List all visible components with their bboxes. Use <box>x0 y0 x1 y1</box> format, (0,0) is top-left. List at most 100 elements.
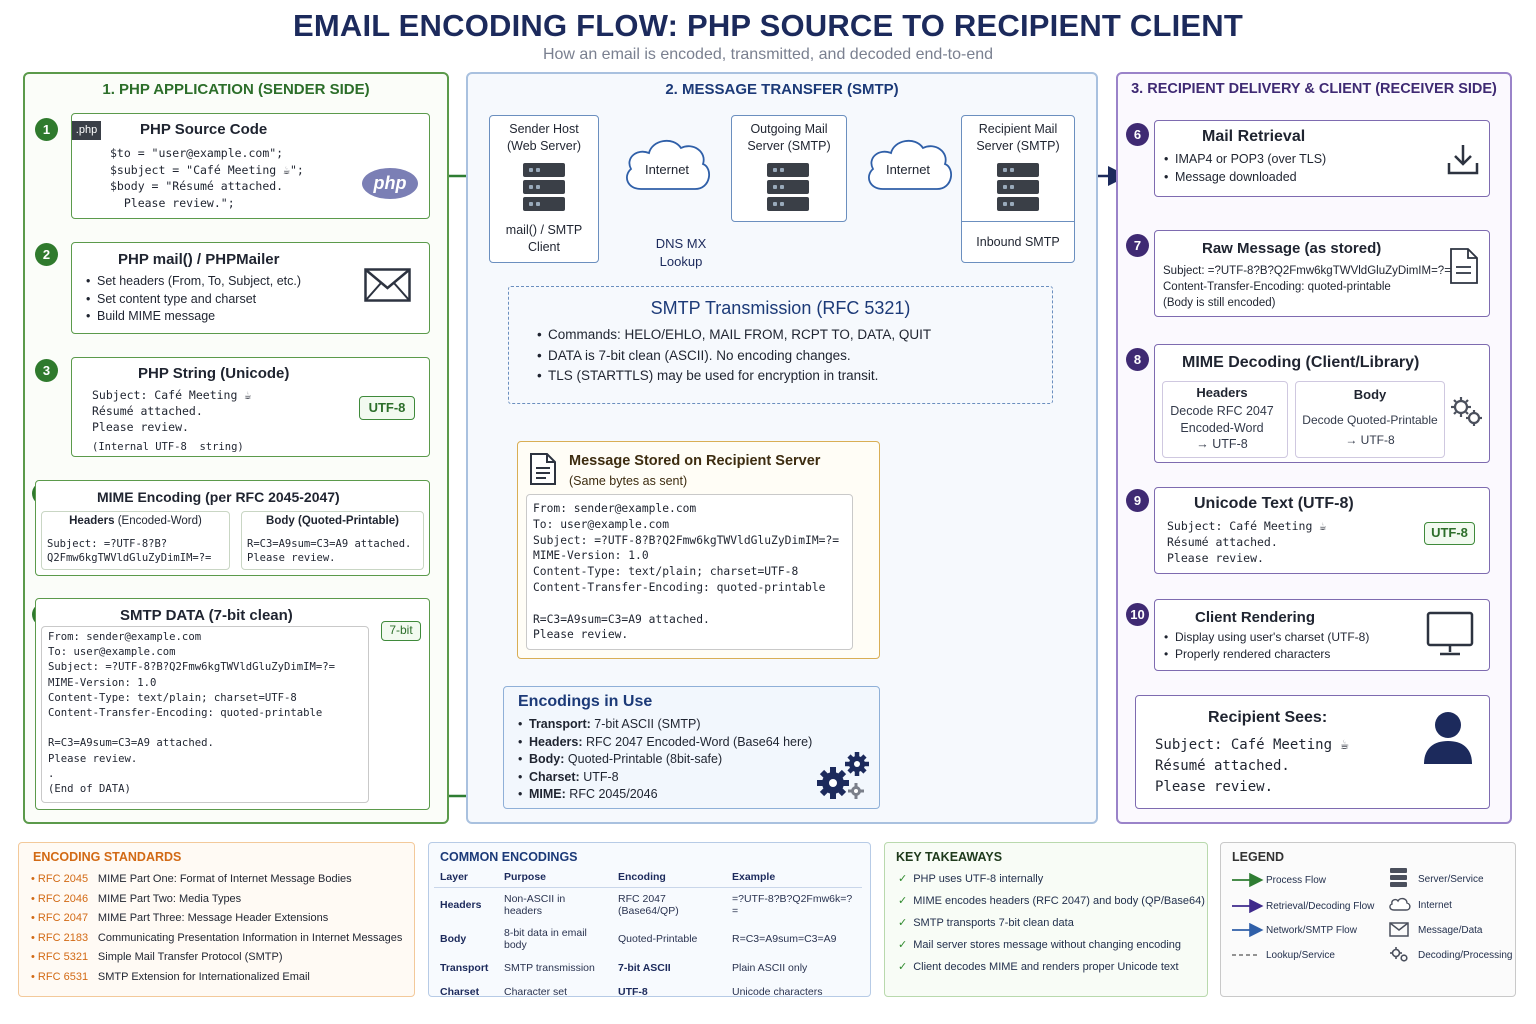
step-3-number: 3 <box>35 359 58 382</box>
internet-label-2: Internet <box>885 162 931 177</box>
table-cell: Body <box>440 933 467 945</box>
check-icon: ✓ <box>898 961 908 973</box>
list-item: Message downloaded <box>1164 169 1326 187</box>
mime-decoding-title: MIME Decoding (Client/Library) <box>1182 354 1420 371</box>
legend-line-swatches <box>1232 872 1264 956</box>
php-mail-bullets: Set headers (From, To, Subject, etc.) Se… <box>86 273 301 326</box>
check-icon: ✓ <box>898 939 908 951</box>
document-icon <box>1450 248 1478 284</box>
transfer-column-title: 2. MESSAGE TRANSFER (SMTP) <box>665 81 899 98</box>
legend-process-flow: Process Flow <box>1266 875 1327 886</box>
list-item: ✓MIME encodes headers (RFC 2047) and bod… <box>898 895 1205 907</box>
step-2-number: 2 <box>35 243 58 266</box>
table-cell: RFC 2047 (Base64/QP) <box>618 893 679 917</box>
list-item: Build MIME message <box>86 308 301 326</box>
list-item: Properly rendered characters <box>1164 646 1369 663</box>
server-icon <box>997 163 1039 211</box>
page-subtitle: How an email is encoded, transmitted, an… <box>542 46 994 63</box>
stored-message-title: Message Stored on Recipient Server <box>569 453 821 469</box>
server-icon <box>523 163 565 211</box>
legend-title: LEGEND <box>1232 850 1285 864</box>
inbound-smtp-label: Inbound SMTP <box>976 235 1060 249</box>
list-item: DATA is 7-bit clean (ASCII). No encoding… <box>537 346 931 367</box>
outgoing-server-title: Outgoing Mail Server (SMTP) <box>747 122 831 153</box>
decode-body-subbox <box>1295 381 1445 458</box>
sender-column-title: 1. PHP APPLICATION (SENDER SIDE) <box>102 81 370 98</box>
envelope-icon <box>1389 922 1409 937</box>
smtp-transmission-bullets: Commands: HELO/EHLO, MAIL FROM, RCPT TO,… <box>537 325 931 387</box>
encodings-in-use-list: Transport: 7-bit ASCII (SMTP) Headers: R… <box>518 716 812 804</box>
mime-headers-title: Headers (Encoded-Word) <box>69 515 202 527</box>
list-item: Display using user's charset (UTF-8) <box>1164 629 1369 646</box>
common-encodings-title: COMMON ENCODINGS <box>440 850 578 864</box>
list-item: Transport: 7-bit ASCII (SMTP) <box>518 716 812 734</box>
common-encodings-panel <box>428 842 871 997</box>
internet-cloud-icon <box>626 139 710 190</box>
smtp-data-code: From: sender@example.com To: user@exampl… <box>48 631 336 796</box>
smtp-transmission-title: SMTP Transmission (RFC 5321) <box>650 298 911 318</box>
column-header: Encoding <box>612 868 726 888</box>
list-item: ✓Client decodes MIME and renders proper … <box>898 961 1179 973</box>
raw-message-box <box>1154 230 1490 317</box>
decode-headers-title: Headers <box>1196 385 1248 400</box>
stored-message-code: From: sender@example.com To: user@exampl… <box>533 502 840 642</box>
php-string-note: (Internal UTF-8 string) <box>92 441 244 453</box>
decode-headers-text: Decode RFC 2047 Encoded-Word → UTF-8 <box>1170 404 1274 451</box>
mime-body-code: R=C3=A9sum=C3=A9 attached. Please review… <box>247 538 412 564</box>
list-item: Commands: HELO/EHLO, MAIL FROM, RCPT TO,… <box>537 325 931 346</box>
raw-message-title: Raw Message (as stored) <box>1202 240 1382 257</box>
unicode-text-title: Unicode Text (UTF-8) <box>1194 495 1354 512</box>
encoding-standards-panel <box>18 842 415 997</box>
server-icon <box>1390 868 1407 888</box>
utf8-badge: UTF-8 <box>1424 522 1475 545</box>
table-header-row: Layer Purpose Encoding Example <box>434 868 862 888</box>
table-cell: 7-bit ASCII <box>618 962 671 974</box>
stored-message-subtitle: (Same bytes as sent) <box>569 474 688 488</box>
list-item: Subject: =?UTF-8?B?Q2Fmw6kgTWVldGluZyDim… <box>1163 265 1451 277</box>
gears-icon <box>1451 397 1482 426</box>
list-item: ✓PHP uses UTF-8 internally <box>898 873 1044 885</box>
gears-icon <box>1390 947 1408 962</box>
legend-lookup-service: Lookup/Service <box>1266 950 1335 961</box>
table-row: Charset Character set UTF-8 Unicode char… <box>434 980 862 1004</box>
client-rendering-title: Client Rendering <box>1195 609 1316 626</box>
table-cell: Character set <box>504 986 568 998</box>
monitor-icon <box>1426 611 1474 656</box>
column-header: Layer <box>434 868 498 888</box>
document-icon <box>530 453 556 485</box>
key-takeaways-list: ✓PHP uses UTF-8 internally ✓MIME encodes… <box>898 868 1205 978</box>
sender-host-title: Sender Host (Web Server) <box>506 122 582 153</box>
server-icon <box>767 163 809 211</box>
php-logo-icon: php <box>362 168 418 199</box>
table-cell: Charset <box>440 986 480 998</box>
list-item: MIME: RFC 2045/2046 <box>518 786 812 804</box>
mime-body-title: Body (Quoted-Printable) <box>266 515 399 527</box>
column-header: Purpose <box>498 868 612 888</box>
column-header: Example <box>726 868 862 888</box>
utf8-badge: UTF-8 <box>359 396 415 420</box>
divider <box>962 221 1074 222</box>
sender-host-label: mail() / SMTP Client <box>505 223 583 254</box>
recipient-server-title: Recipient Mail Server (SMTP) <box>976 122 1060 153</box>
receiver-column-title: 3. RECIPIENT DELIVERY & CLIENT (RECEIVER… <box>1131 81 1497 97</box>
step-9-number: 9 <box>1126 489 1149 512</box>
smtp-data-title: SMTP DATA (7-bit clean) <box>120 607 293 624</box>
step-1-number: 1 <box>35 118 58 141</box>
table-cell: UTF-8 <box>618 986 648 998</box>
unicode-text-code: Subject: Café Meeting ☕ Résumé attached.… <box>1167 519 1327 565</box>
list-item: Body: Quoted-Printable (8bit-safe) <box>518 751 812 769</box>
php-file-tag: .php <box>72 121 101 140</box>
mime-headers-subbox <box>41 511 230 570</box>
list-item: TLS (STARTTLS) may be used for encryptio… <box>537 366 931 387</box>
download-icon <box>1447 145 1479 175</box>
stored-message-code-box <box>526 494 853 650</box>
table-cell: Transport <box>440 962 489 974</box>
legend-panel <box>1220 842 1516 997</box>
dns-mx-lookup-label: DNS MX Lookup <box>655 236 707 269</box>
check-icon: ✓ <box>898 917 908 929</box>
